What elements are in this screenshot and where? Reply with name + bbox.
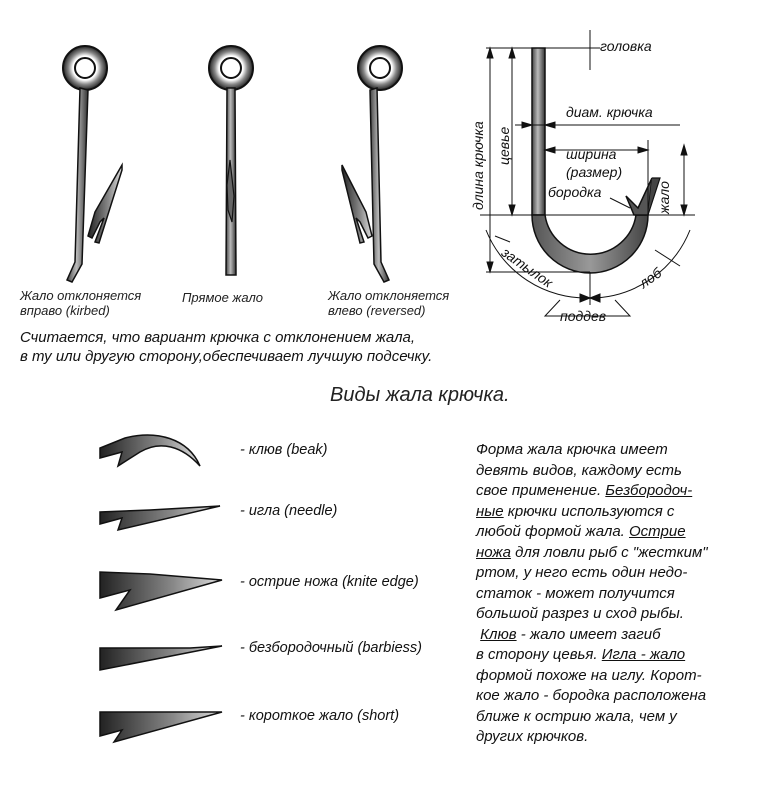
hook-reversed-caption-line1: Жало отклоняется	[328, 288, 450, 303]
tip-label-barbless: - безбородочный (barbiess)	[240, 640, 422, 656]
desc-term-knife-cont: ножа	[476, 543, 511, 561]
tip-shapes	[99, 434, 223, 744]
desc-term-barbless: Безбородоч-	[605, 482, 693, 499]
desc-text: любой формой жала.	[476, 523, 630, 540]
desc-line-9: большой разрез и сход рыбы.	[476, 605, 684, 622]
desc-line-3: свое применение. Безбородоч-	[476, 481, 756, 502]
label-point: жало	[656, 181, 672, 214]
hook-kirbed	[62, 45, 123, 283]
desc-line-14: ближе к острию жала, чем у	[476, 707, 677, 725]
tip-label-needle: - игла (needle)	[240, 503, 338, 519]
label-length: длина крючка	[470, 121, 486, 210]
hook-reversed-caption-line2: влево (reversed)	[328, 303, 426, 318]
desc-line-5: любой формой жала. Острие	[476, 522, 756, 543]
label-gap-line1: ширина	[566, 146, 617, 162]
hook-note: Считается, что вариант крючка с отклонен…	[20, 328, 432, 366]
desc-line-2: девять видов, каждому есть	[476, 461, 682, 479]
tip-knife-edge-shape	[99, 571, 223, 612]
label-shank: цевье	[496, 126, 512, 165]
hook-kirbed-caption-line2: вправо (kirbed)	[20, 303, 110, 318]
desc-term-needle: Игла - жало	[601, 646, 686, 663]
desc-term-knife: Острие	[629, 523, 686, 540]
desc-line-6: ножа для ловли рыб с "жестким"	[476, 543, 756, 564]
label-bite: поддев	[560, 308, 607, 324]
desc-line-11: в сторону цевья. Игла - жало	[476, 645, 756, 666]
hook-reversed-caption: Жало отклоняется влево (reversed)	[328, 288, 449, 318]
desc-line-10: Клюв - жало имеет загиб	[476, 625, 756, 646]
desc-line-4: ные крючки используются с	[476, 502, 756, 523]
desc-text: свое применение.	[476, 482, 606, 499]
hook-anatomy-diagram	[480, 30, 695, 317]
desc-text: для ловли рыб с "жестким"	[510, 543, 708, 561]
desc-term-barbless-cont: ные	[476, 502, 504, 520]
hook-note-line1: Считается, что вариант крючка с отклонен…	[20, 329, 416, 346]
desc-text: в сторону цевья.	[476, 646, 602, 663]
tip-label-beak: - клюв (beak)	[240, 442, 328, 458]
hook-straight	[208, 45, 254, 276]
desc-line-13: кое жало - бородка расположена	[476, 687, 707, 704]
tip-short-shape	[99, 711, 223, 744]
desc-text: - жало имеет загиб	[516, 625, 661, 643]
tip-needle-shape	[99, 505, 221, 532]
hook-kirbed-caption: Жало отклоняется вправо (kirbed)	[20, 288, 141, 318]
hook-straight-caption-line1: Прямое жало	[182, 290, 264, 305]
desc-line-7: ртом, у него есть один недо-	[476, 564, 688, 581]
desc-line-8: статок - может получится	[476, 584, 675, 602]
label-wire-diameter: диам. крючка	[566, 104, 653, 120]
desc-line-12: формой похоже на иглу. Корот-	[476, 666, 702, 684]
hook-note-line2: в ту или другую сторону,обеспечивает луч…	[20, 348, 433, 365]
tip-description: Форма жала крючка имеет девять видов, ка…	[476, 440, 756, 748]
label-head: головка	[600, 38, 652, 54]
desc-line-1: Форма жала крючка имеет	[476, 441, 668, 458]
tip-beak-shape	[99, 434, 201, 468]
desc-term-beak: Клюв	[480, 625, 517, 643]
label-barb: бородка	[548, 184, 602, 200]
desc-line-15: других крючков.	[476, 728, 589, 745]
tip-barbless-shape	[99, 645, 223, 671]
label-gap-line2: (размер)	[566, 164, 623, 180]
section-title: Виды жала крючка.	[330, 384, 510, 406]
tip-label-short: - короткое жало (short)	[240, 708, 400, 724]
hook-kirbed-caption-line1: Жало отклоняется	[20, 288, 142, 303]
hook-reversed	[341, 45, 403, 283]
desc-text: крючки используются с	[503, 502, 675, 520]
hook-straight-caption: Прямое жало	[182, 290, 263, 305]
tip-label-knife-edge: - острие ножа (knite edge)	[240, 574, 419, 590]
